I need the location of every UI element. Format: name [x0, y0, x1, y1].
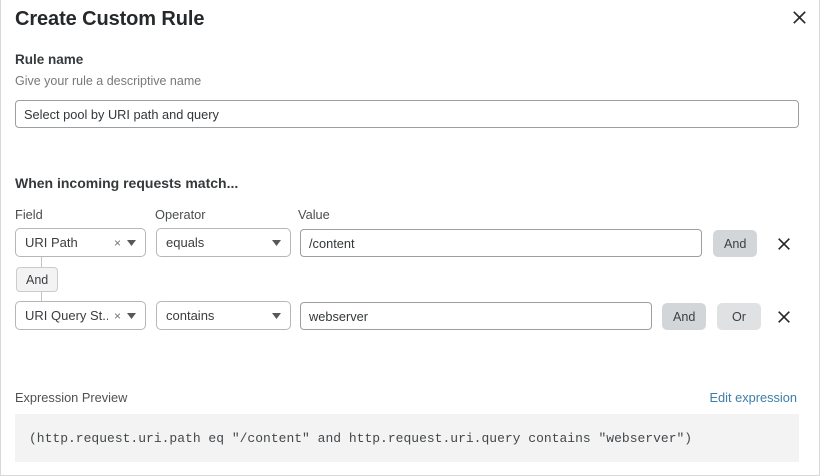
page-title: Create Custom Rule [15, 8, 205, 30]
field-select-row-2-label: URI Query St... [25, 308, 108, 323]
operator-select-row-1[interactable]: equals [156, 228, 291, 257]
expression-preview-code: (http.request.uri.path eq "/content" and… [15, 414, 799, 462]
close-small-icon[interactable]: × [113, 308, 121, 323]
close-icon-glyph [778, 311, 790, 323]
rule-name-label: Rule name [15, 52, 84, 67]
close-small-icon[interactable]: × [113, 235, 121, 250]
field-select-row-1[interactable]: URI Path × [15, 228, 146, 257]
close-icon[interactable] [788, 6, 810, 28]
chevron-down-icon-glyph [272, 312, 281, 319]
connector-line-top [41, 257, 42, 268]
edit-expression-link[interactable]: Edit expression [709, 390, 798, 405]
operator-select-row-1-label: equals [166, 235, 205, 250]
expression-preview-label: Expression Preview [15, 390, 128, 405]
column-header-field: Field [15, 207, 43, 222]
operator-select-row-2[interactable]: contains [156, 301, 291, 330]
value-input-row-2[interactable] [300, 302, 652, 330]
row-connector-and-chip[interactable]: And [16, 267, 59, 292]
column-header-operator: Operator [155, 207, 206, 222]
chevron-down-icon[interactable] [270, 312, 290, 319]
field-select-row-1-label: URI Path [25, 235, 78, 250]
chevron-down-icon-glyph [127, 312, 136, 319]
rule-name-input[interactable] [15, 100, 799, 128]
logic-or-button-row-2[interactable]: Or [717, 303, 761, 330]
logic-and-button-row-2[interactable]: And [662, 303, 707, 330]
chevron-down-icon[interactable] [270, 239, 290, 246]
match-section-heading: When incoming requests match... [15, 175, 239, 191]
column-header-value: Value [298, 207, 330, 222]
connector-line-bottom [41, 291, 42, 302]
chevron-down-icon-glyph [272, 239, 281, 246]
close-icon-glyph [792, 10, 806, 24]
operator-select-row-2-label: contains [166, 308, 215, 323]
chevron-down-icon-glyph [127, 239, 136, 246]
chevron-down-icon[interactable] [125, 312, 145, 319]
chevron-down-icon[interactable] [125, 239, 145, 246]
close-icon-glyph [778, 238, 790, 250]
delete-row-2-button[interactable] [774, 307, 794, 327]
value-input-row-1[interactable] [300, 229, 702, 257]
logic-and-button-row-1[interactable]: And [713, 230, 758, 257]
delete-row-1-button[interactable] [774, 234, 794, 254]
field-select-row-2[interactable]: URI Query St... × [15, 301, 146, 330]
rule-name-helper-text: Give your rule a descriptive name [15, 74, 202, 88]
